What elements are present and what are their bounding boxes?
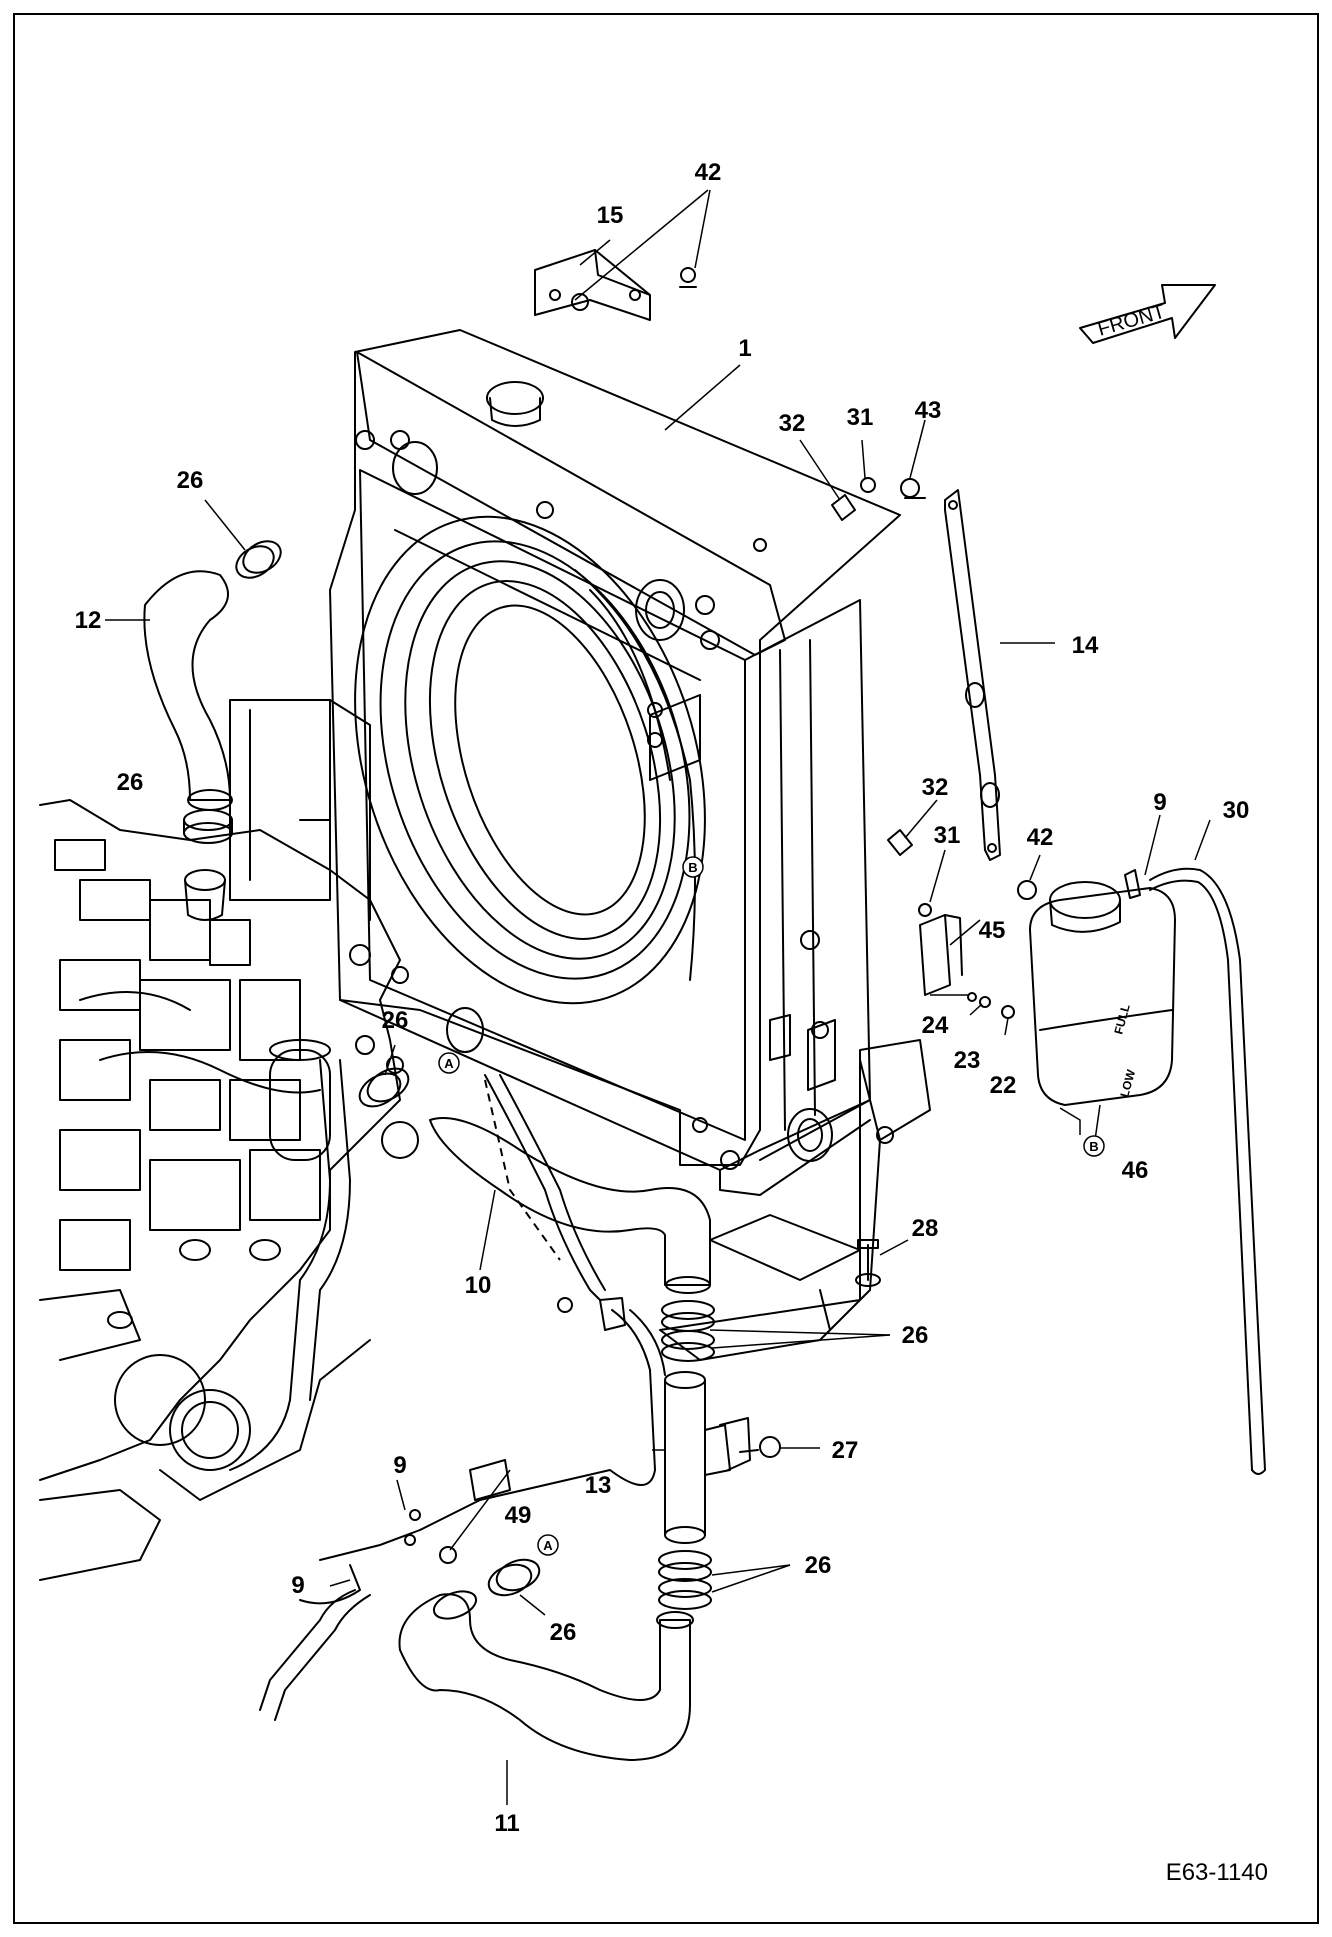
callout-label: 22 xyxy=(990,1072,1017,1099)
callout-label: 32 xyxy=(779,410,806,437)
svg-text:A: A xyxy=(444,1056,454,1071)
callout-label: 26 xyxy=(805,1552,832,1579)
callout-label: 32 xyxy=(922,774,949,801)
connection-marker-b: B xyxy=(1083,1135,1105,1157)
svg-text:B: B xyxy=(688,860,697,875)
callout-label: 15 xyxy=(597,202,624,229)
callout-label: 10 xyxy=(465,1272,492,1299)
hose-clamp xyxy=(661,1300,715,1362)
callout-label: 27 xyxy=(832,1437,859,1464)
callout-label: 46 xyxy=(1122,1157,1149,1184)
callout-label: 43 xyxy=(915,397,942,424)
front-arrow-icon xyxy=(1079,284,1216,344)
tee-pipe xyxy=(664,1371,781,1544)
callout-label: 30 xyxy=(1223,797,1250,824)
callout-label: 28 xyxy=(912,1215,939,1242)
engine-assembly xyxy=(39,799,419,1581)
front-direction-label: FRONT xyxy=(1095,301,1167,341)
connection-marker-a: A xyxy=(438,1052,460,1074)
coolant-reservoir xyxy=(1029,869,1176,1106)
reservoir-full-mark: FULL xyxy=(1111,1003,1132,1036)
callout-label: 26 xyxy=(550,1619,577,1646)
upper-bracket xyxy=(534,249,697,321)
callout-label: 45 xyxy=(979,917,1006,944)
callout-label: 9 xyxy=(1153,789,1166,816)
lower-hose xyxy=(429,1117,711,1294)
hose-clamp xyxy=(487,1558,541,1597)
callout-label: 26 xyxy=(177,467,204,494)
bottom-hose xyxy=(398,1590,694,1761)
svg-text:B: B xyxy=(1089,1139,1098,1154)
overflow-tube xyxy=(1149,867,1266,1475)
callout-label: 23 xyxy=(954,1047,981,1074)
callout-label: 49 xyxy=(505,1502,532,1529)
callout-label: 31 xyxy=(934,822,961,849)
callout-label: 42 xyxy=(695,159,722,186)
callout-label: 12 xyxy=(75,607,102,634)
hose-clamp xyxy=(658,1550,712,1610)
connection-marker-b: B xyxy=(682,856,704,878)
page-border xyxy=(13,13,1319,1924)
radiator-assembly xyxy=(329,329,901,1196)
frame-rails xyxy=(229,699,931,1361)
callout-label: 9 xyxy=(393,1452,406,1479)
callout-label: 1 xyxy=(738,335,751,362)
callout-label: 31 xyxy=(847,404,874,431)
callout-label: 26 xyxy=(902,1322,929,1349)
figure-id: E63-1140 xyxy=(1166,1859,1268,1886)
upper-hose xyxy=(143,570,233,811)
svg-text:A: A xyxy=(543,1538,553,1553)
clip-and-bolt xyxy=(831,477,932,917)
support-stay xyxy=(900,478,1037,900)
engine-outlet xyxy=(184,869,226,921)
hose-clamp xyxy=(358,1067,410,1108)
coolant-tube xyxy=(259,1074,666,1721)
callout-label: 14 xyxy=(1072,632,1099,659)
callout-label: 13 xyxy=(585,1472,612,1499)
callout-label: 26 xyxy=(382,1007,409,1034)
callout-label: 9 xyxy=(291,1572,304,1599)
mount-bolt xyxy=(855,1239,881,1287)
hose-clamp xyxy=(235,540,282,579)
callout-label: 24 xyxy=(922,1012,949,1039)
connection-marker-a: A xyxy=(537,1534,559,1556)
reservoir-low-mark: LOW xyxy=(1117,1067,1138,1098)
callout-label: 42 xyxy=(1027,824,1054,851)
callout-label: 11 xyxy=(494,1810,519,1837)
callout-label: 26 xyxy=(117,769,144,796)
hose-clamp xyxy=(183,809,233,844)
callout-labels: 42 15 1 32 31 43 26 12 14 26 32 31 42 9 … xyxy=(75,159,1250,1837)
